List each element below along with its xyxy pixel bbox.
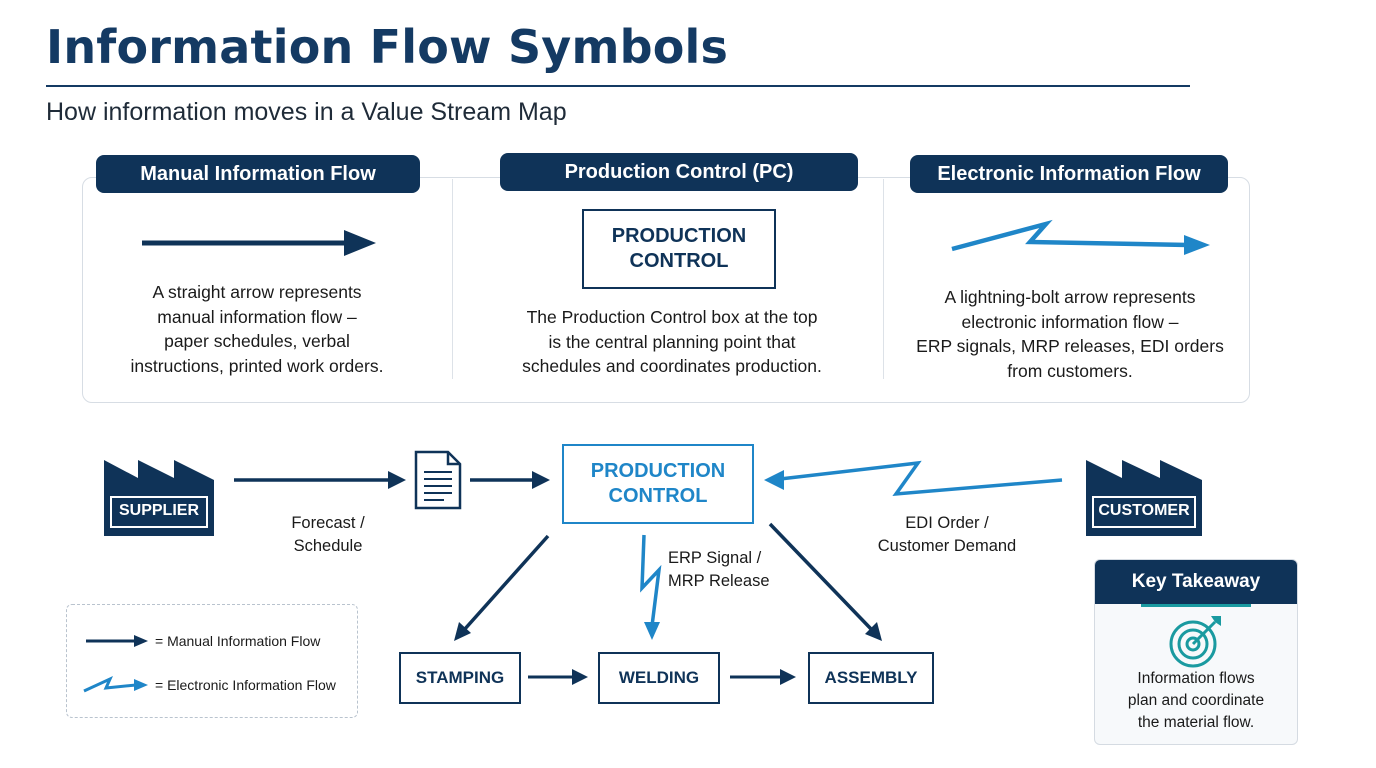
manual-flow-header: Manual Information Flow bbox=[96, 155, 420, 193]
label-line: MRP Release bbox=[668, 572, 770, 590]
title-divider bbox=[46, 85, 1190, 87]
pc-box-line: PRODUCTION bbox=[611, 225, 747, 247]
stamping-station: STAMPING bbox=[399, 652, 521, 704]
customer-to-pc-electronic-arrow bbox=[764, 460, 1063, 497]
pc-to-welding-electronic-arrow bbox=[640, 534, 662, 640]
page-subtitle: How information moves in a Value Stream … bbox=[46, 98, 567, 126]
pc-box-line: CONTROL bbox=[629, 250, 729, 272]
manual-arrow-icon bbox=[142, 230, 376, 256]
takeaway-line: plan and coordinate bbox=[1127, 692, 1265, 709]
station-label: ASSEMBLY bbox=[824, 668, 918, 687]
pc-main-line: CONTROL bbox=[608, 485, 708, 507]
page-title: Information Flow Symbols bbox=[46, 20, 729, 74]
desc-line: A straight arrow represents bbox=[152, 282, 362, 302]
production-control-symbol: PRODUCTION CONTROL bbox=[582, 209, 776, 289]
document-to-pc-arrow bbox=[470, 471, 550, 489]
desc-line: paper schedules, verbal bbox=[164, 331, 350, 351]
legend-manual-arrow-icon bbox=[86, 635, 148, 647]
electronic-flow-title: Electronic Information Flow bbox=[937, 162, 1201, 185]
erp-mrp-label: ERP Signal / MRP Release bbox=[668, 547, 784, 593]
station-label: STAMPING bbox=[415, 668, 505, 687]
production-control-title: Production Control (PC) bbox=[564, 160, 794, 183]
welding-to-assembly-arrow bbox=[730, 669, 796, 685]
desc-line: schedules and coordinates production. bbox=[522, 356, 822, 376]
customer-label: CUSTOMER bbox=[1098, 502, 1190, 519]
production-control-header: Production Control (PC) bbox=[500, 153, 858, 191]
panel-divider bbox=[452, 179, 453, 379]
label-line: Schedule bbox=[293, 537, 363, 555]
key-takeaway-title: Key Takeaway bbox=[1131, 571, 1261, 592]
label-line: Forecast / bbox=[291, 514, 365, 532]
label-line: ERP Signal / bbox=[668, 549, 762, 567]
takeaway-line: the material flow. bbox=[1137, 714, 1255, 731]
legend-electronic-arrow-icon bbox=[83, 675, 148, 693]
desc-line: is the central planning point that bbox=[548, 331, 796, 352]
electronic-arrow-icon bbox=[951, 219, 1210, 255]
pc-to-assembly-arrow bbox=[768, 522, 882, 641]
label-line: Customer Demand bbox=[877, 537, 1017, 555]
manual-flow-description: A straight arrow represents manual infor… bbox=[98, 280, 416, 378]
desc-line: instructions, printed work orders. bbox=[130, 355, 384, 376]
factory-icon bbox=[1086, 460, 1202, 536]
target-icon bbox=[1169, 616, 1221, 668]
production-control-description: The Production Control box at the top is… bbox=[502, 305, 842, 379]
pc-main-line: PRODUCTION bbox=[590, 460, 726, 482]
key-takeaway-text: Information flows plan and coordinate th… bbox=[1095, 668, 1297, 734]
assembly-station: ASSEMBLY bbox=[808, 652, 934, 704]
supplier-factory: SUPPLIER bbox=[104, 458, 214, 536]
desc-line: The Production Control box at the top bbox=[526, 307, 818, 327]
customer-factory: CUSTOMER bbox=[1086, 458, 1202, 536]
factory-icon bbox=[104, 460, 214, 536]
forecast-schedule-label: Forecast / Schedule bbox=[270, 512, 386, 558]
edi-order-label: EDI Order / Customer Demand bbox=[862, 512, 1032, 558]
legend-electronic-label: = Electronic Information Flow bbox=[155, 677, 336, 693]
supplier-to-document-arrow bbox=[234, 471, 406, 489]
symbols-panel bbox=[82, 177, 1250, 403]
key-takeaway-card: Key Takeaway Information flows plan and … bbox=[1094, 559, 1298, 745]
pc-to-stamping-arrow bbox=[454, 534, 550, 641]
takeaway-line: Information flows bbox=[1137, 670, 1255, 687]
desc-line: manual information flow – bbox=[157, 306, 357, 327]
key-takeaway-header: Key Takeaway bbox=[1095, 560, 1297, 604]
electronic-flow-header: Electronic Information Flow bbox=[910, 155, 1228, 193]
takeaway-accent-line bbox=[1141, 604, 1251, 607]
manual-flow-title: Manual Information Flow bbox=[140, 162, 376, 185]
desc-line: ERP signals, MRP releases, EDI orders bbox=[916, 336, 1224, 356]
desc-line: A lightning-bolt arrow represents bbox=[944, 287, 1196, 307]
label-line: EDI Order / bbox=[905, 514, 989, 532]
station-label: WELDING bbox=[618, 668, 700, 687]
panel-divider bbox=[883, 179, 884, 379]
stamping-to-welding-arrow bbox=[528, 669, 588, 685]
supplier-label: SUPPLIER bbox=[118, 502, 199, 519]
document-icon bbox=[414, 450, 462, 510]
production-control-box: PRODUCTION CONTROL bbox=[562, 444, 754, 524]
desc-line: from customers. bbox=[1007, 360, 1133, 381]
legend bbox=[66, 604, 358, 718]
electronic-flow-description: A lightning-bolt arrow represents electr… bbox=[912, 285, 1228, 383]
desc-line: electronic information flow – bbox=[961, 311, 1179, 332]
legend-manual-label: = Manual Information Flow bbox=[155, 633, 321, 649]
welding-station: WELDING bbox=[598, 652, 720, 704]
